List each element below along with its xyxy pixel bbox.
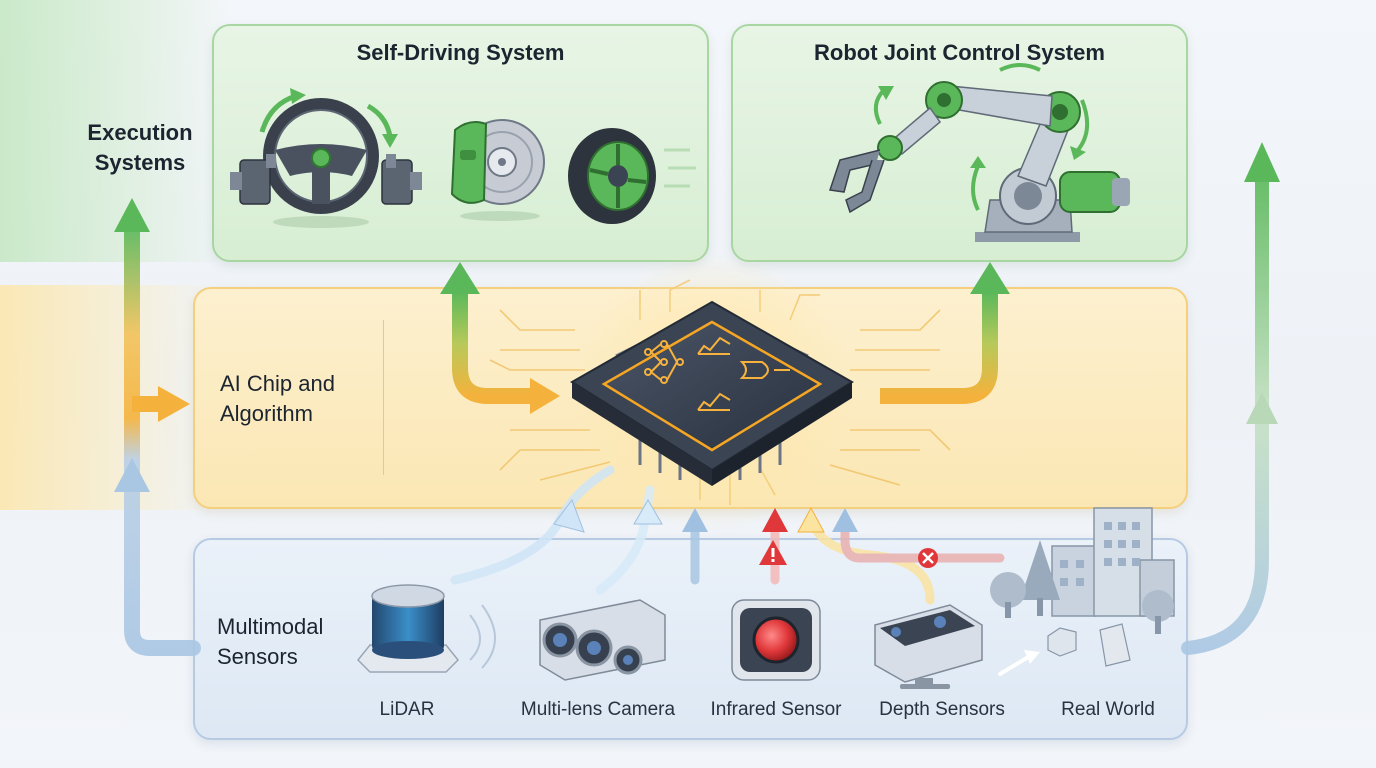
- execution-systems-label: Execution Systems: [84, 118, 196, 178]
- lidar-label: LiDAR: [379, 699, 435, 720]
- multimodal-sensors-label: Multimodal Sensors: [217, 612, 323, 672]
- sensor-flow-arrowheads: [553, 498, 858, 533]
- brake-disc-icon: [450, 119, 545, 221]
- real-world-label: Real World: [1061, 699, 1155, 720]
- right-feedback-arrow: [1181, 142, 1280, 655]
- execution-label-line1: Execution: [87, 120, 193, 145]
- ai-chip-label: AI Chip and Algorithm: [220, 369, 335, 429]
- robot-joint-title: Robot Joint Control System: [814, 40, 1105, 65]
- ai-chip-icon: [570, 300, 854, 486]
- right-actuator-icon: [381, 154, 422, 205]
- chip-to-robot-arrow: [880, 262, 1010, 404]
- left-feedback-arrow: [114, 198, 201, 656]
- sensors-label-line1: Multimodal: [217, 614, 324, 639]
- tire-icon: [568, 128, 696, 224]
- left-actuator-icon: [230, 154, 276, 205]
- processing-divider: [383, 320, 384, 475]
- robot-arm-icon: [829, 63, 1130, 242]
- multi-lens-camera-label: Multi-lens Camera: [520, 699, 676, 720]
- depth-sensors-label: Depth Sensors: [879, 699, 1005, 720]
- depth-sensor-icon: [874, 604, 983, 689]
- sensors-label-line2: Sensors: [217, 644, 298, 669]
- ai-chip-label-line2: Algorithm: [220, 401, 313, 426]
- infrared-sensor-label: Infrared Sensor: [710, 699, 842, 720]
- execution-band: [0, 0, 230, 262]
- infrared-sensor-icon: [731, 599, 821, 681]
- robot-joint-panel: Robot Joint Control System: [731, 24, 1188, 262]
- chip-to-self-driving-arrow: [440, 262, 560, 414]
- lidar-icon: [356, 584, 496, 673]
- steering-wheel-icon: [259, 88, 398, 228]
- ai-chip-label-line1: AI Chip and: [220, 371, 335, 396]
- warning-triangle-icon: [759, 540, 787, 565]
- multi-lens-camera-icon: [539, 599, 666, 681]
- self-driving-title: Self-Driving System: [356, 40, 565, 65]
- execution-label-line2: Systems: [94, 150, 186, 175]
- error-x-circle-icon: [918, 548, 938, 568]
- processing-band: [0, 285, 220, 510]
- real-world-scene-icon: [990, 507, 1175, 676]
